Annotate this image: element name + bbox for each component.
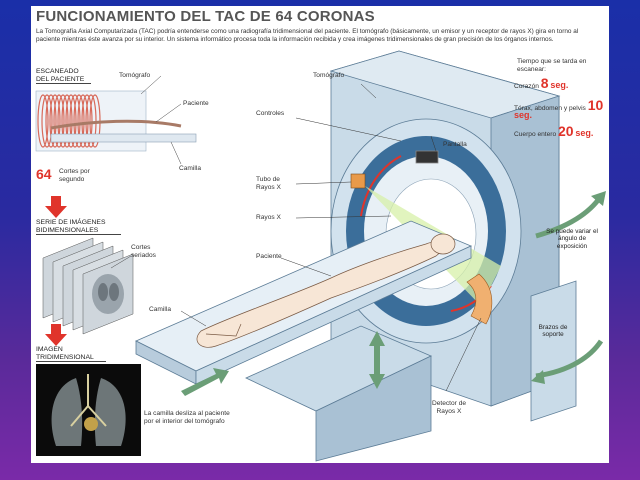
cuts-label: Cortes por segundo (59, 168, 90, 183)
mini-tomografo-label: Tomógrafo (119, 72, 151, 79)
timing-label-torax: Tórax, abdomen y pelvis (514, 105, 586, 112)
pantalla-label: Pantalla (443, 141, 467, 148)
detector-label: Detector de Rayos X (431, 400, 467, 415)
lung-3d-image (36, 364, 141, 456)
camilla-label: Camilla (149, 306, 171, 313)
cuts-number: 64 (36, 166, 52, 182)
timing-heading: Tiempo que se tarda en escanear: (517, 58, 587, 73)
intro-text: La Tomografía Axial Computarizada (TAC) … (36, 28, 579, 43)
timing-row-heart: Corazón 8 seg. (514, 76, 614, 90)
timing-row-torax: Tórax, abdomen y pelvis 10 seg. (514, 98, 609, 120)
angulo-label: Se puede variar el ángulo de exposición (546, 228, 598, 250)
cortes-seriados-label: Cortes seriados (131, 244, 156, 259)
timing-value-torax: 10 (587, 97, 604, 113)
tubo-label: Tubo de Rayos X (256, 176, 281, 191)
tac-diagram (35, 50, 606, 462)
mini-scanner-illustration (35, 75, 197, 165)
mini-camilla-label: Camilla (179, 165, 201, 172)
brazos-label: Brazos de soporte (538, 324, 568, 339)
paciente-label: Paciente (256, 253, 282, 260)
controles-label: Controles (256, 110, 285, 117)
timing-label-cuerpo: Cuerpo entero (514, 131, 557, 138)
scan-heading: ESCANEADO DEL PACIENTE (36, 68, 91, 85)
page-title: FUNCIONAMIENTO DEL TAC DE 64 CORONAS (36, 8, 375, 25)
patient-body (196, 233, 456, 348)
timing-unit-heart: seg. (550, 80, 569, 90)
tomografo-label: Tomógrafo (313, 72, 345, 79)
timing-value-heart: 8 (540, 75, 549, 91)
timing-unit-cuerpo: seg. (575, 128, 594, 138)
timing-unit-torax: seg. (514, 110, 533, 120)
slide-panel: FUNCIONAMIENTO DEL TAC DE 64 CORONAS La … (31, 6, 609, 463)
timing-row-cuerpo: Cuerpo entero 20 seg. (514, 124, 609, 138)
timing-value-cuerpo: 20 (558, 123, 574, 139)
rayos-label: Rayos X (256, 214, 281, 221)
series-heading: SERIE DE IMÁGENES BIDIMENSIONALES (36, 219, 121, 236)
green-arrows (181, 191, 606, 396)
image-slices-illustration (42, 237, 134, 335)
camilla-desliza-label: La camilla desliza al paciente por el in… (144, 410, 230, 425)
image-heading: IMAGEN TRIDIMENSIONAL (36, 346, 106, 363)
timing-label-heart: Corazón (514, 83, 539, 90)
mini-paciente-label: Paciente (183, 100, 209, 107)
